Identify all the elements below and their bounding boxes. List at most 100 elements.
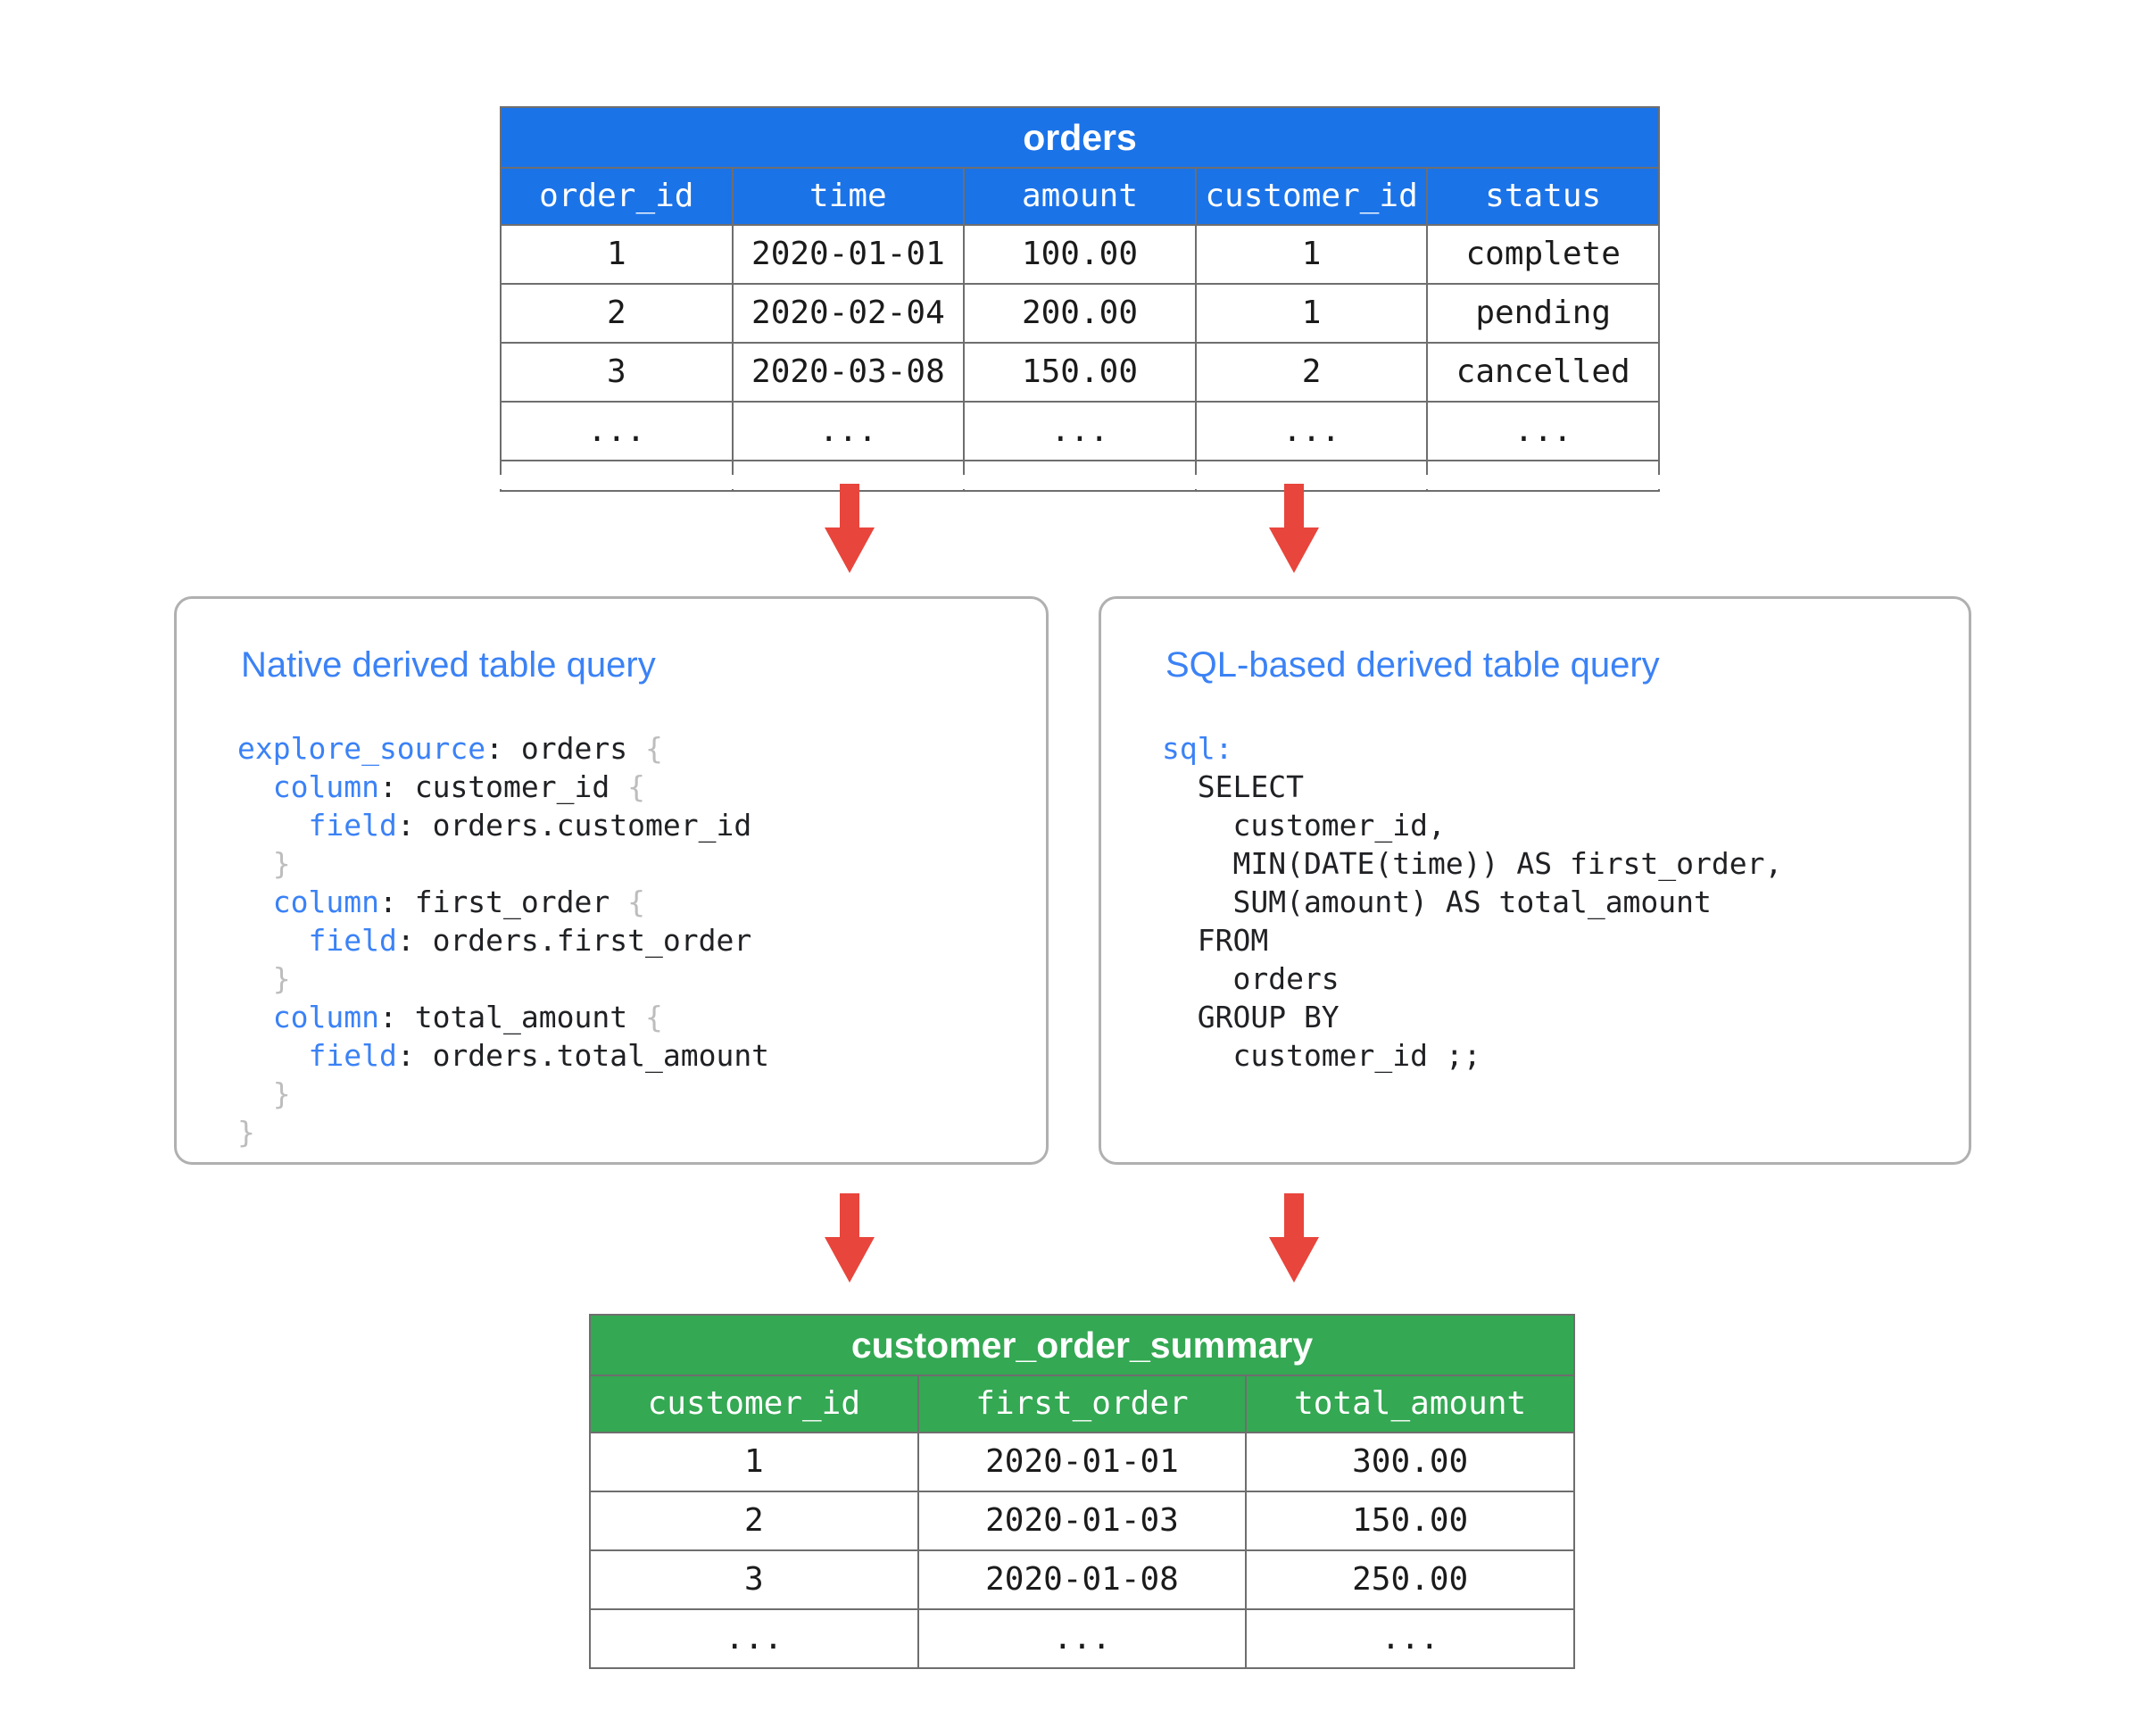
code-token: sql <box>1162 731 1215 766</box>
orders-column-header-amount: amount <box>963 167 1197 226</box>
cell: 3 <box>589 1549 919 1610</box>
code-token: } <box>237 1115 255 1150</box>
sql-derived-table-code: sql: SELECT customer_id, MIN(DATE(time))… <box>1162 729 1782 1075</box>
code-token: SUM(amount) AS total_amount <box>1162 885 1712 919</box>
cell: 150.00 <box>963 342 1197 403</box>
orders-column-header-customer-id: customer_id <box>1194 167 1429 226</box>
code-token: column <box>272 769 379 804</box>
summary-table-row: 2 2020-01-03 150.00 <box>589 1491 1575 1551</box>
code-token: SELECT <box>1162 769 1304 804</box>
code-token: : orders.total_amount <box>396 1038 770 1073</box>
cell: 2020-02-04 <box>731 283 966 344</box>
summary-table-title: customer_order_summary <box>589 1314 1575 1376</box>
cell: ... <box>731 401 966 461</box>
code-token <box>237 846 273 881</box>
cell: ... <box>589 1608 919 1669</box>
summary-column-header-first-order: first_order <box>917 1375 1248 1433</box>
summary-table-row: 1 2020-01-01 300.00 <box>589 1432 1575 1492</box>
orders-source-table: orders order_id time amount customer_id … <box>500 106 1660 492</box>
orders-table-title: orders <box>500 106 1660 169</box>
code-token: GROUP BY <box>1162 1000 1340 1034</box>
cell: 2020-03-08 <box>731 342 966 403</box>
orders-table-row: 3 2020-03-08 150.00 2 cancelled <box>500 342 1660 403</box>
orders-title-row: orders <box>500 106 1660 169</box>
cell: complete <box>1426 224 1660 285</box>
cell: 2020-01-08 <box>917 1549 1248 1610</box>
cell: 2 <box>1194 342 1429 403</box>
cell: 2020-01-03 <box>917 1491 1248 1551</box>
code-token: MIN(DATE(time)) AS first_order, <box>1162 846 1783 881</box>
cell: ... <box>917 1608 1248 1669</box>
summary-table-row: 3 2020-01-08 250.00 <box>589 1549 1575 1610</box>
code-token: column <box>272 885 379 919</box>
code-token: : orders.first_order <box>396 923 752 958</box>
cell: 300.00 <box>1245 1432 1575 1492</box>
orders-column-header-time: time <box>731 167 966 226</box>
cell: 2020-01-01 <box>917 1432 1248 1492</box>
cell: pending <box>1426 283 1660 344</box>
cell: 150.00 <box>1245 1491 1575 1551</box>
cell: ... <box>500 401 734 461</box>
code-token: column <box>272 1000 379 1034</box>
code-token <box>237 923 308 958</box>
sql-panel-title: SQL-based derived table query <box>1165 645 1660 685</box>
orders-column-header-status: status <box>1426 167 1660 226</box>
summary-title-row: customer_order_summary <box>589 1314 1575 1376</box>
arrow-orders-to-sql-icon <box>1269 484 1319 573</box>
code-token <box>237 1038 308 1073</box>
code-token: { <box>644 731 663 766</box>
cell: 1 <box>1194 224 1429 285</box>
cell: 2 <box>589 1491 919 1551</box>
orders-table-body: orders order_id time amount customer_id … <box>500 106 1660 492</box>
code-token: field <box>308 1038 397 1073</box>
code-token <box>237 885 273 919</box>
cell: 1 <box>589 1432 919 1492</box>
arrow-sql-to-summary-icon <box>1269 1193 1319 1283</box>
code-token: field <box>308 808 397 843</box>
code-token: : <box>1215 731 1233 766</box>
sql-derived-table-panel: SQL-based derived table query sql: SELEC… <box>1099 596 1971 1165</box>
orders-table-row: 2 2020-02-04 200.00 1 pending <box>500 283 1660 344</box>
cell: ... <box>1426 401 1660 461</box>
code-token <box>237 1076 273 1111</box>
arrow-orders-to-native-icon <box>825 484 875 573</box>
summary-table-row-ellipsis: ... ... ... <box>589 1608 1575 1669</box>
cell: 250.00 <box>1245 1549 1575 1610</box>
code-token: } <box>272 846 291 881</box>
summary-header-row: customer_id first_order total_amount <box>589 1375 1575 1433</box>
cell: 2020-01-01 <box>731 224 966 285</box>
code-token: FROM <box>1162 923 1269 958</box>
orders-column-header-order-id: order_id <box>500 167 734 226</box>
cell: 2 <box>500 283 734 344</box>
code-token: : total_amount <box>378 1000 645 1034</box>
code-token: : first_order <box>378 885 628 919</box>
code-token: explore_source <box>237 731 486 766</box>
code-token: : customer_id <box>378 769 628 804</box>
summary-table-body: customer_order_summary customer_id first… <box>589 1314 1575 1669</box>
cell: 1 <box>1194 283 1429 344</box>
orders-table-row-ellipsis: ... ... ... ... ... <box>500 401 1660 461</box>
cell: 100.00 <box>963 224 1197 285</box>
cell: 200.00 <box>963 283 1197 344</box>
code-token: { <box>627 769 645 804</box>
code-token <box>237 769 273 804</box>
cell: ... <box>1245 1608 1575 1669</box>
orders-table-row: 1 2020-01-01 100.00 1 complete <box>500 224 1660 285</box>
orders-table-truncation-mask <box>482 475 1678 489</box>
code-token: customer_id, <box>1162 808 1446 843</box>
summary-column-header-customer-id: customer_id <box>589 1375 919 1433</box>
code-token: customer_id ;; <box>1162 1038 1481 1073</box>
code-token: } <box>272 961 291 996</box>
customer-order-summary-table: customer_order_summary customer_id first… <box>589 1314 1575 1669</box>
summary-column-header-total-amount: total_amount <box>1245 1375 1575 1433</box>
code-token: { <box>627 885 645 919</box>
code-token <box>237 961 273 996</box>
cell: 3 <box>500 342 734 403</box>
cell: ... <box>1194 401 1429 461</box>
native-derived-table-panel: Native derived table query explore_sourc… <box>174 596 1049 1165</box>
arrow-native-to-summary-icon <box>825 1193 875 1283</box>
code-token: : orders <box>485 731 645 766</box>
native-panel-title: Native derived table query <box>241 645 656 685</box>
code-token: : orders.customer_id <box>396 808 752 843</box>
